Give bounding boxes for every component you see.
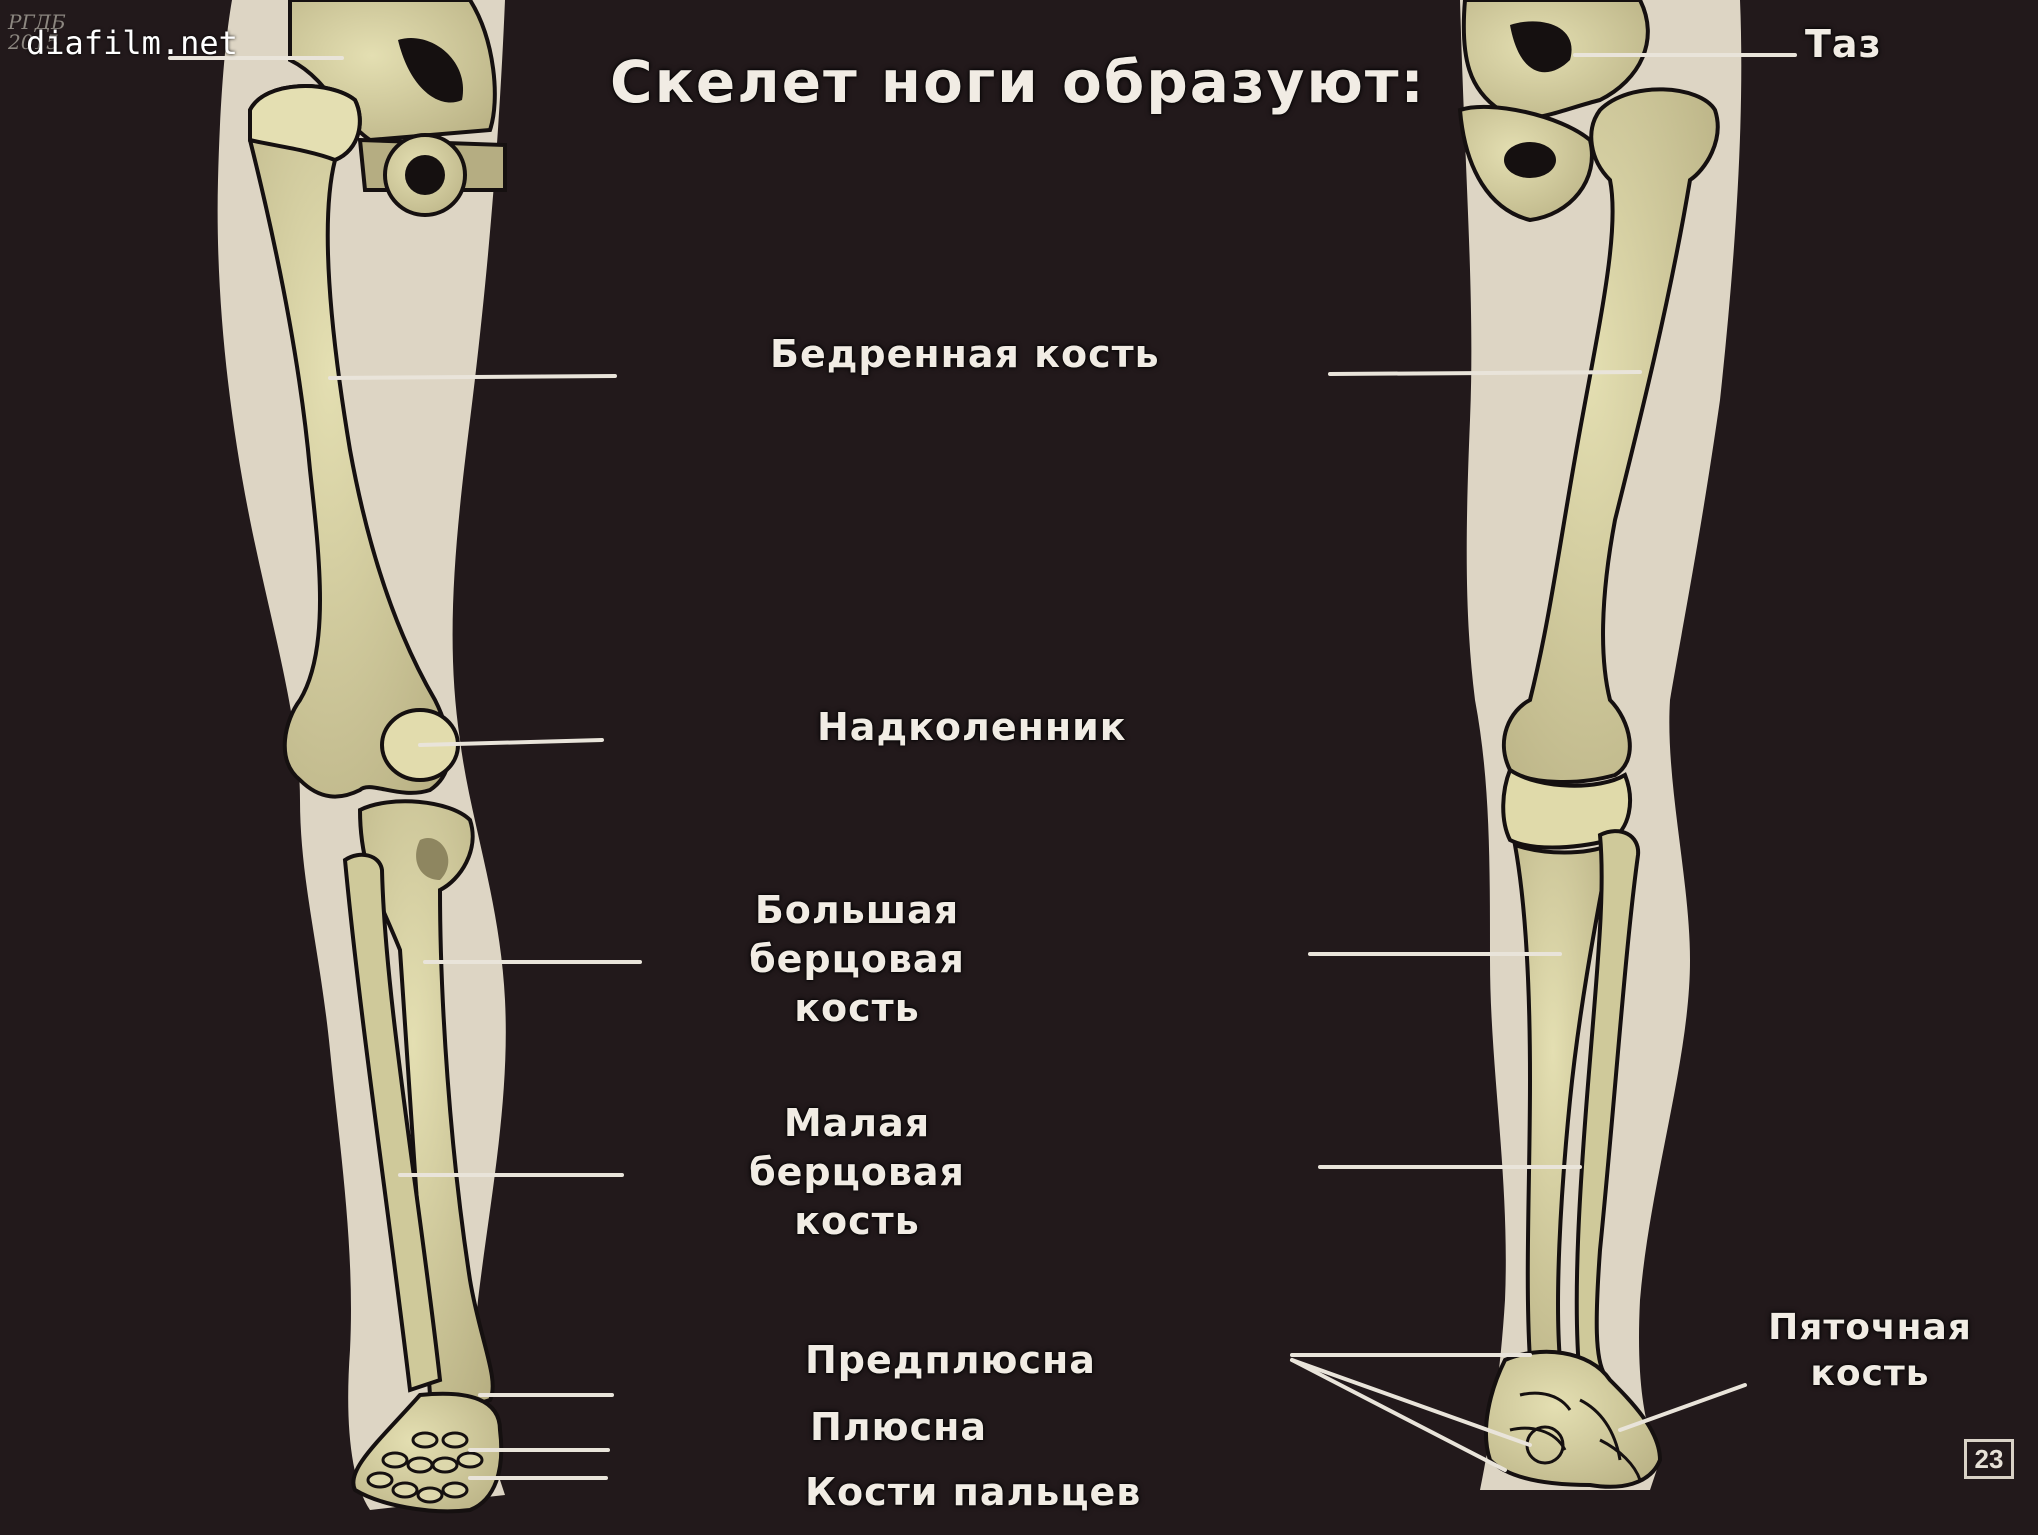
label-heel-bone-line2: кость [1810, 1353, 1930, 1394]
label-patella: Надколенник [817, 705, 1127, 749]
label-fibula-line2: берцовая [749, 1150, 965, 1194]
archive-stamp: РГДБ 2015 [8, 12, 66, 52]
left-tibia-bone [357, 799, 495, 1408]
site-watermark: diafilm.net [26, 24, 238, 62]
label-femur: Бедренная кость [770, 332, 1160, 376]
left-leg-front-view [217, 0, 507, 1514]
label-heel-bone: Пяточная кость [1760, 1305, 1980, 1397]
label-tibia: Большая берцовая кость [747, 886, 967, 1033]
label-tibia-line3: кость [794, 986, 920, 1030]
left-fibula-bone [342, 852, 443, 1393]
leader-lines [168, 53, 1797, 1480]
label-fibula-line1: Малая [783, 1101, 931, 1145]
left-obturator-hole [398, 38, 464, 103]
page-number-badge: 23 [1964, 1439, 2014, 1479]
label-pelvis: Таз [1805, 22, 1882, 66]
label-fibula-line3: кость [794, 1199, 920, 1243]
label-tarsus: Предплюсна [805, 1338, 1096, 1382]
right-leg-side-view [1457, 0, 1742, 1490]
archive-stamp-line1: РГДБ [8, 10, 66, 34]
label-metatarsus: Плюсна [810, 1405, 987, 1449]
slide-title: Скелет ноги образуют: [610, 48, 1426, 116]
label-toe-bones: Кости пальцев [805, 1470, 1142, 1514]
archive-stamp-line2: 2015 [8, 30, 59, 54]
label-tibia-line1: Большая [754, 888, 960, 932]
label-tibia-line2: берцовая [749, 937, 965, 981]
right-fibula-bone [1574, 829, 1641, 1383]
label-fibula: Малая берцовая кость [747, 1099, 967, 1246]
right-femur-bone [1501, 87, 1720, 784]
label-heel-bone-line1: Пяточная [1768, 1307, 1972, 1348]
